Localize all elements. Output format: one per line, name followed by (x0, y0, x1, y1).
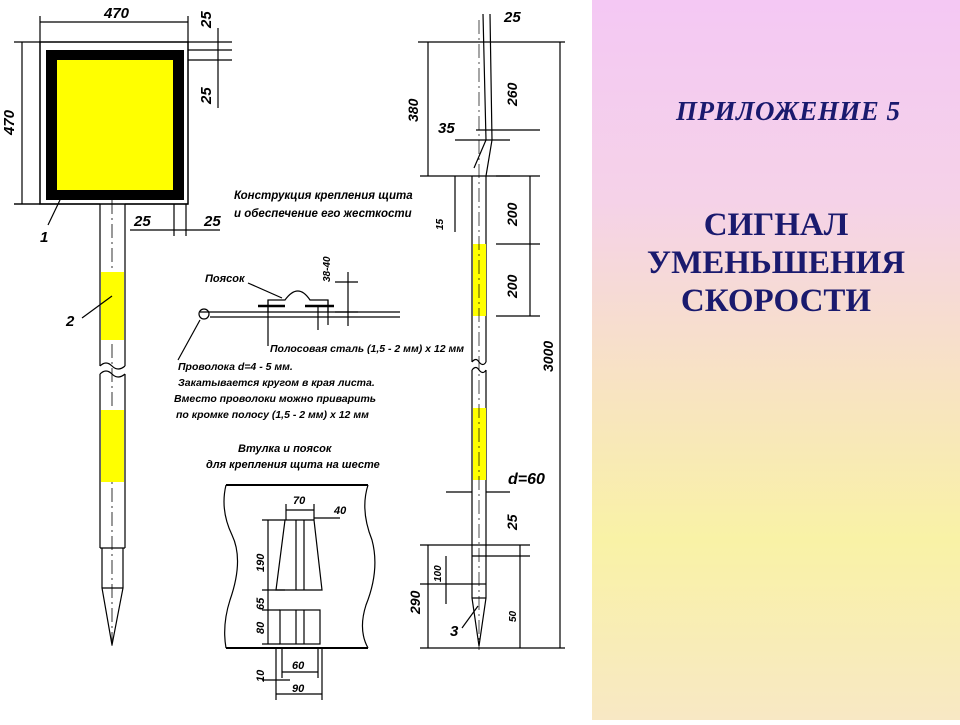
dim-side-tip-end: 50 (508, 610, 519, 622)
title-line-2: УМЕНЬШЕНИЯ (646, 245, 906, 281)
mount-heading-line-1: Конструкция крепления щита (234, 190, 413, 202)
side-band-2 (473, 408, 486, 480)
dim-side-step: 35 (438, 120, 455, 137)
title-line-1: СИГНАЛ (703, 207, 849, 243)
dim-sleeve-lower-width: 60 (292, 660, 305, 672)
wire-line-3: Вместо проволоки можно приварить (174, 393, 376, 405)
wire-line-2: Закатывается кругом в края листа. (178, 377, 375, 389)
dim-sleeve-base-width: 90 (292, 683, 305, 695)
appendix-label: ПРИЛОЖЕНИЕ 5 (676, 96, 901, 126)
technical-drawing: 470 470 25 25 25 25 1 2 Конструкция креп… (1, 5, 565, 700)
dim-sleeve-upper-height: 190 (255, 553, 267, 572)
wire-line-4: по кромке полосу (1,5 - 2 мм) х 12 мм (176, 409, 369, 421)
dim-belt-height: 38-40 (322, 256, 333, 282)
mount-detail-text: Конструкция крепления щита и обеспечение… (174, 190, 464, 421)
sign-dimensions: 470 470 25 25 25 25 1 2 (1, 5, 221, 330)
dim-sleeve-gap: 65 (255, 597, 267, 610)
dim-side-bottom-gap: 25 (504, 514, 520, 531)
sleeve-heading-line-2: для крепления щита на шесте (206, 459, 380, 471)
dim-pole-gap-left: 25 (133, 213, 151, 230)
dim-side-band-1: 200 (504, 202, 520, 227)
belt-label: Поясок (205, 273, 246, 285)
dim-sign-height: 470 (1, 109, 18, 136)
dim-pole-gap-right: 25 (203, 213, 221, 230)
side-band-1 (473, 244, 486, 316)
dim-side-top-width: 25 (503, 9, 521, 26)
pole-band-2 (101, 410, 124, 482)
callout-shield: 1 (40, 229, 48, 246)
title-line-3: СКОРОСТИ (680, 283, 872, 319)
dim-side-offset: 15 (435, 218, 446, 230)
dim-side-taper: 260 (504, 82, 520, 107)
dim-side-tip: 290 (407, 590, 423, 615)
side-view-text: 25 380 260 35 15 200 200 3000 d=60 25 10… (405, 9, 556, 640)
pole-band-1 (101, 272, 124, 340)
dim-sleeve-top-offset: 40 (333, 505, 347, 517)
wire-line-1: Проволока d=4 - 5 мм. (178, 361, 293, 373)
dim-sleeve-bottom-gap: 10 (255, 669, 267, 682)
dim-side-total: 3000 (540, 341, 556, 372)
dim-side-foot: 100 (433, 565, 444, 582)
callout-pole: 2 (65, 313, 75, 330)
dim-sleeve-lower-height: 80 (255, 621, 267, 634)
callout-spike: 3 (450, 623, 459, 640)
dim-sleeve-top-width: 70 (293, 495, 306, 507)
dim-border-top: 25 (198, 11, 215, 29)
strip-label: Полосовая сталь (1,5 - 2 мм) х 12 мм (270, 343, 464, 355)
title-panel: ПРИЛОЖЕНИЕ 5 СИГНАЛ УМЕНЬШЕНИЯ СКОРОСТИ (592, 0, 960, 720)
dim-border-inner: 25 (198, 87, 215, 105)
signal-title: СИГНАЛ УМЕНЬШЕНИЯ СКОРОСТИ (592, 206, 960, 320)
dim-side-top-length: 380 (405, 98, 421, 122)
mount-heading-line-2: и обеспечение его жесткости (234, 208, 412, 220)
dim-side-band-2: 200 (504, 274, 520, 299)
dim-side-diameter: d=60 (508, 471, 545, 488)
sleeve-heading-line-1: Втулка и поясок (238, 443, 333, 455)
sign-yellow-face (57, 60, 173, 190)
sleeve-detail-text: Втулка и поясок для крепления щита на ше… (206, 443, 380, 695)
drawing-svg: 470 470 25 25 25 25 1 2 Конструкция креп… (1, 5, 565, 700)
dim-sign-width: 470 (103, 5, 130, 22)
